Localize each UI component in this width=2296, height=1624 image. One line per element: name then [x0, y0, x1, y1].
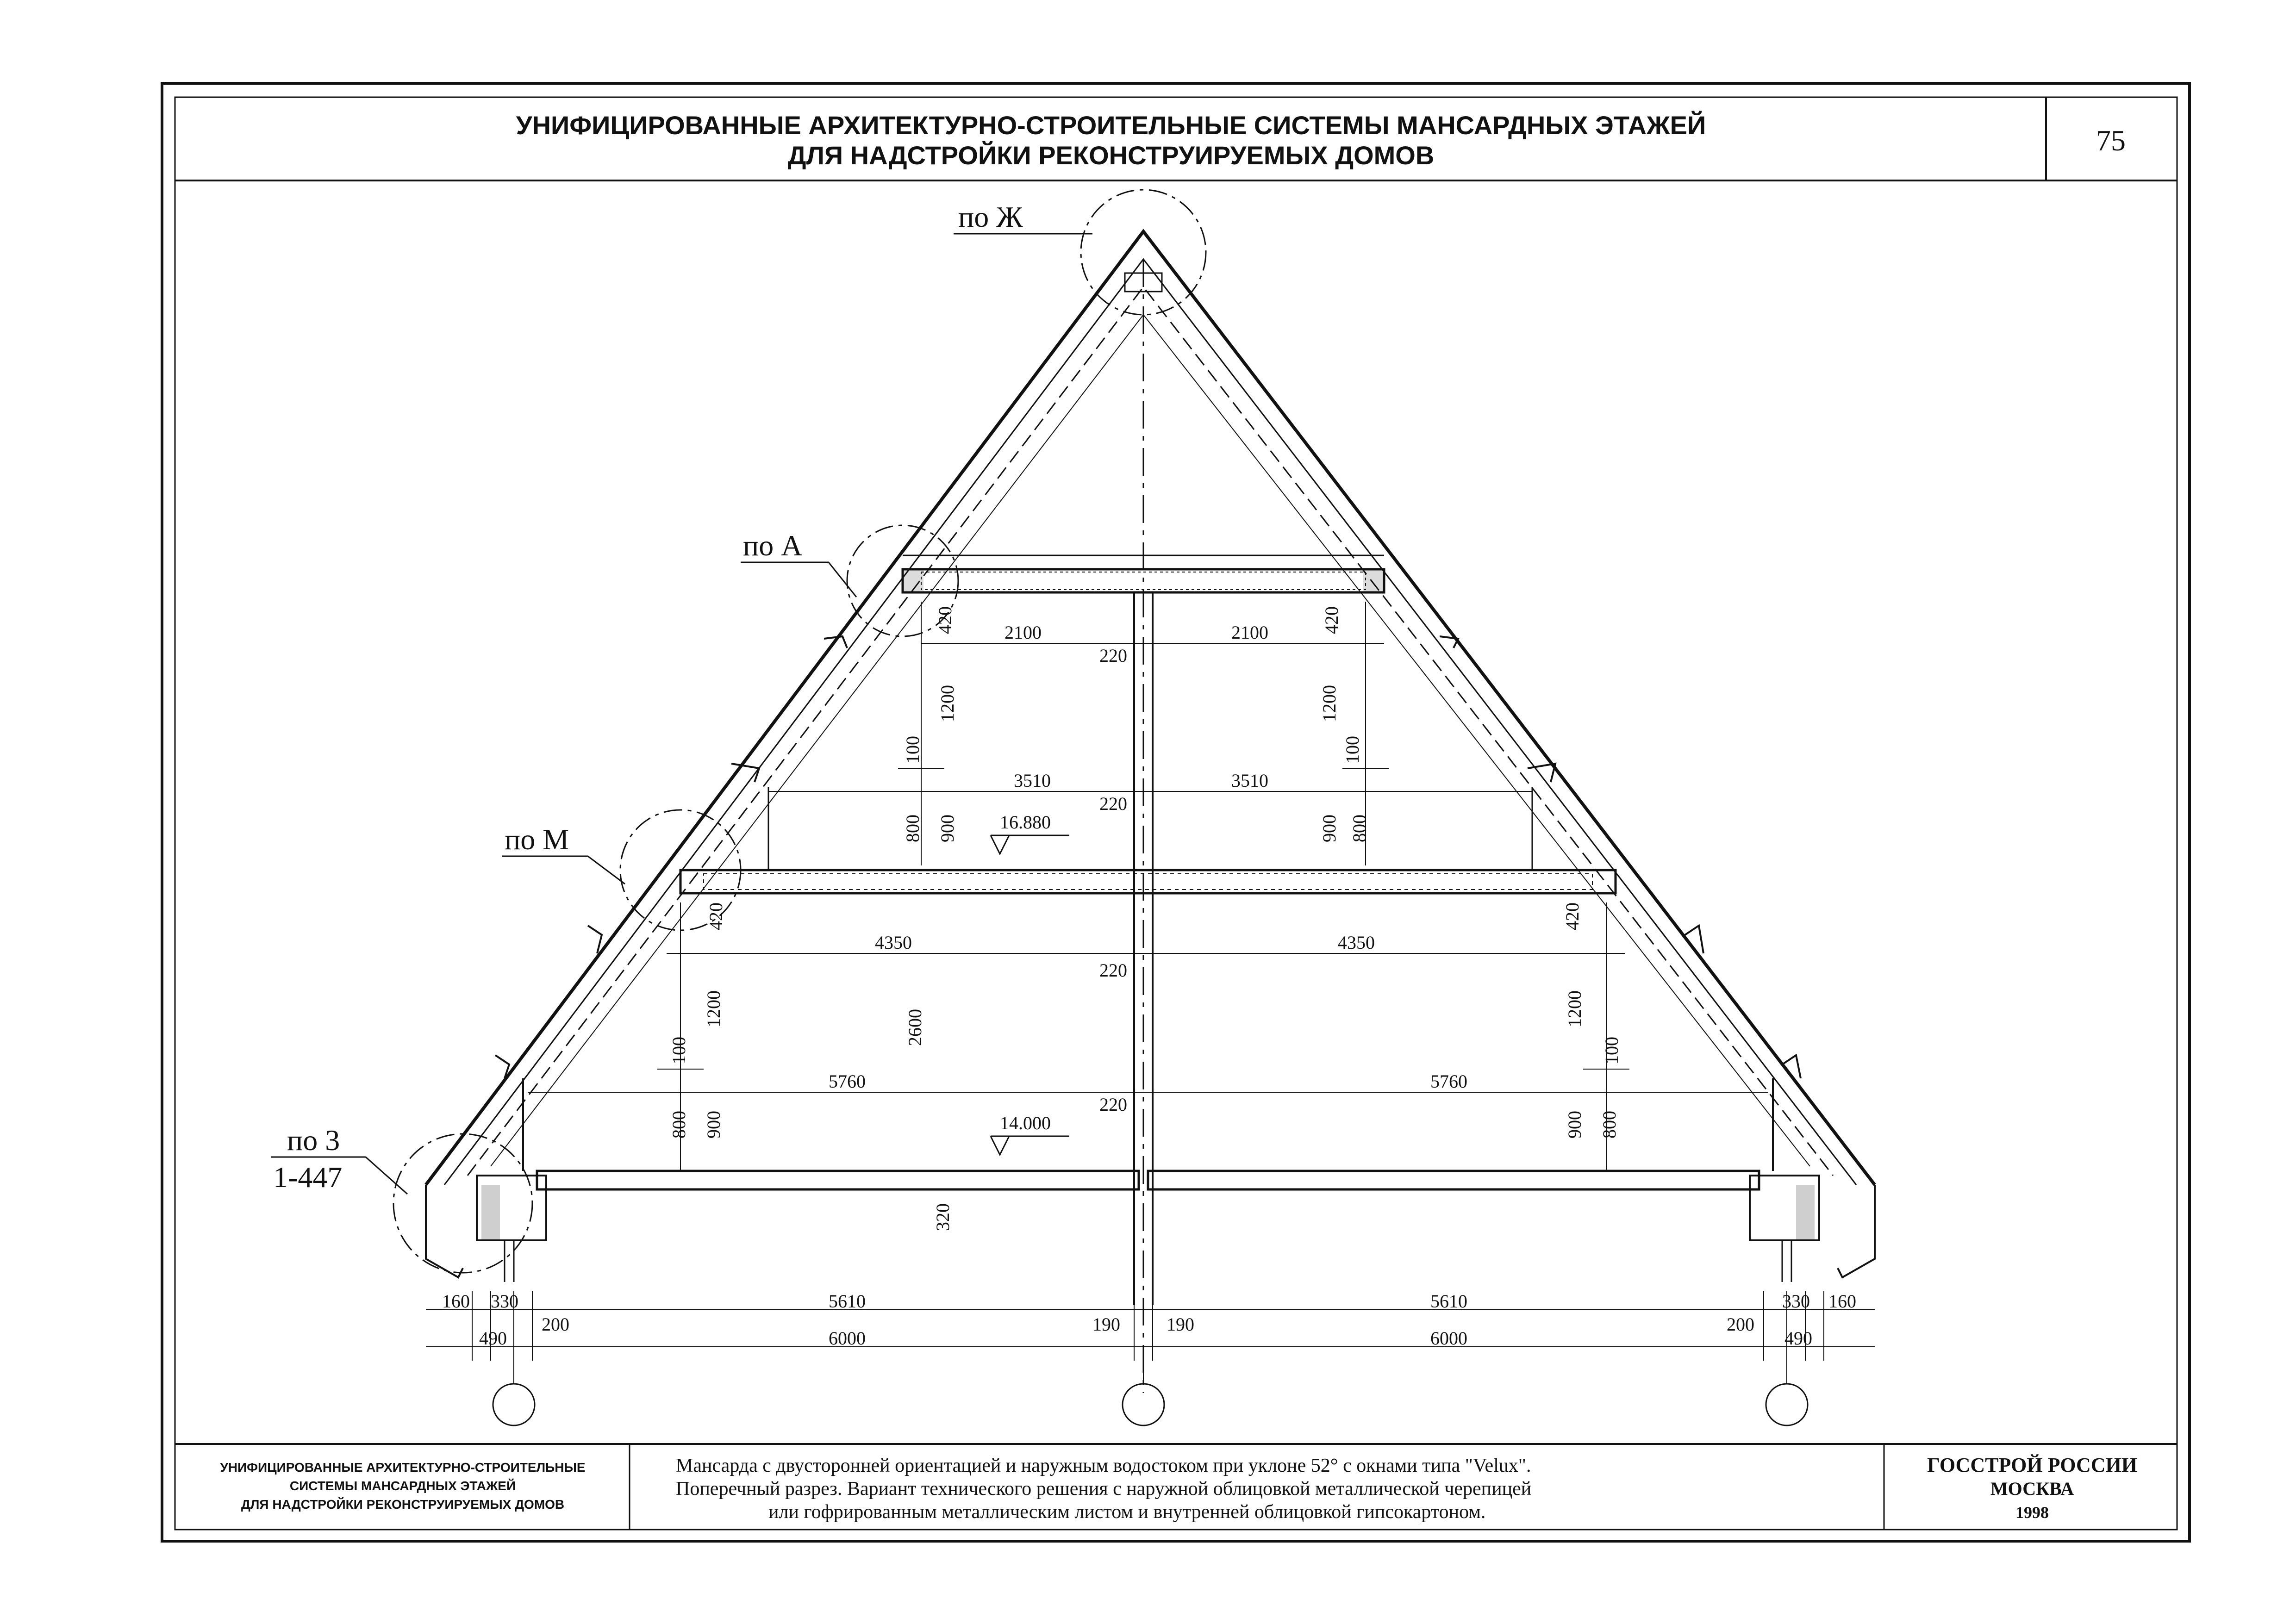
- dim-320: 320: [932, 1203, 953, 1231]
- detail-circle-zh: [1080, 189, 1207, 316]
- dim-220-mid: 220: [1099, 793, 1127, 814]
- dim-900-upper-left: 900: [937, 815, 958, 842]
- dim-5610-left: 5610: [829, 1291, 866, 1312]
- detail-circles: [393, 189, 1207, 1274]
- dim-160-left: 160: [442, 1291, 470, 1312]
- dim-330-left: 330: [491, 1291, 518, 1312]
- dim-5760-left: 5760: [829, 1071, 866, 1092]
- footer-desc-line2: Поперечный разрез. Вариант технического …: [676, 1478, 1531, 1500]
- dim-900-upper-right: 900: [1319, 815, 1340, 842]
- bottom-dimension-chains: [426, 1291, 1875, 1384]
- dim-2100-left: 2100: [1004, 622, 1042, 643]
- dim-420-lower-right: 420: [1562, 902, 1583, 930]
- dim-6000-left: 6000: [829, 1328, 866, 1349]
- callout-a-label: по А: [743, 529, 802, 562]
- dim-420-upper-left: 420: [935, 606, 955, 634]
- dim-3510-left: 3510: [1014, 770, 1051, 791]
- level-lower-label: 14.000: [1000, 1113, 1051, 1133]
- footer-org-line1: ГОССТРОЙ РОССИИ: [1927, 1454, 2137, 1476]
- dim-1200-upper-left: 1200: [937, 685, 958, 722]
- dim-800-upper-left: 800: [902, 815, 923, 842]
- callout-zh: по Ж: [954, 200, 1092, 235]
- callout-z-bottom: 1-447: [273, 1161, 342, 1194]
- dim-1200-lower-right: 1200: [1564, 990, 1585, 1027]
- dim-800-upper-right: 800: [1349, 815, 1370, 842]
- dim-160-right: 160: [1828, 1291, 1856, 1312]
- footer-org-line3: 1998: [2015, 1503, 2049, 1522]
- dim-900-lower-left: 900: [703, 1111, 724, 1139]
- dim-900-lower-right: 900: [1564, 1111, 1585, 1139]
- dim-220-bottom: 220: [1099, 1094, 1127, 1115]
- footer-left-line2: СИСТЕМЫ МАНСАРДНЫХ ЭТАЖЕЙ: [290, 1478, 516, 1493]
- dim-800-lower-left: 800: [668, 1111, 689, 1139]
- dim-800-lower-right: 800: [1599, 1111, 1620, 1139]
- dim-420-lower-left: 420: [705, 902, 726, 930]
- footer-desc-line1: Мансарда с двусторонней ориентацией и на…: [676, 1455, 1531, 1476]
- left-eaves-wall: [425, 1175, 547, 1282]
- level-upper-label: 16.880: [1000, 812, 1051, 833]
- dim-1200-upper-right: 1200: [1319, 685, 1340, 722]
- dim-100-lower-right: 100: [1601, 1037, 1622, 1064]
- roof-section: [424, 229, 1876, 1186]
- axis-bubble-left: [492, 1383, 536, 1426]
- footer-desc-line3: или гофрированным металлическим листом и…: [768, 1501, 1485, 1523]
- footer-left-line1: УНИФИЦИРОВАННЫЕ АРХИТЕКТУРНО-СТРОИТЕЛЬНЫ…: [220, 1460, 585, 1475]
- axis-bubble-right: [1765, 1383, 1809, 1426]
- dim-220-lower: 220: [1099, 960, 1127, 981]
- sheet-frame: [161, 82, 2191, 1543]
- dim-100-upper-right: 100: [1342, 736, 1363, 764]
- dim-100-lower-left: 100: [668, 1037, 689, 1064]
- dim-420-upper-right: 420: [1321, 606, 1342, 634]
- footer-org-line2: МОСКВА: [1990, 1478, 2074, 1499]
- header-title-line1: УНИФИЦИРОВАННЫЕ АРХИТЕКТУРНО-СТРОИТЕЛЬНЫ…: [516, 111, 1706, 140]
- level-mark-lower: 14.000: [990, 1113, 1069, 1157]
- dim-2100-right: 2100: [1231, 622, 1268, 643]
- callout-m-label: по М: [505, 823, 569, 856]
- callout-z-top: по 3: [287, 1124, 340, 1157]
- right-eaves-wall: [1749, 1175, 1876, 1282]
- axis-bubbles: [492, 1383, 1809, 1426]
- dim-190-right: 190: [1167, 1314, 1194, 1335]
- callout-z: по 3 1-447: [271, 1124, 408, 1195]
- dim-100-upper-left: 100: [902, 736, 923, 764]
- header-title-line2: ДЛЯ НАДСТРОЙКИ РЕКОНСТРУИРУЕМЫХ ДОМОВ: [788, 141, 1435, 170]
- upper-collar-beam: [901, 554, 1385, 594]
- dim-2600: 2600: [905, 1009, 925, 1046]
- footer-left-line3: ДЛЯ НАДСТРОЙКИ РЕКОНСТРУИРУЕМЫХ ДОМОВ: [241, 1497, 564, 1512]
- level-mark-upper: 16.880: [990, 812, 1069, 856]
- detail-circle-m: [619, 809, 742, 931]
- dim-5610-right: 5610: [1430, 1291, 1467, 1312]
- dim-490-left: 490: [479, 1328, 507, 1349]
- callout-a: по А: [741, 529, 857, 597]
- dim-1200-lower-left: 1200: [703, 990, 724, 1027]
- mid-floor-slab: [679, 787, 1617, 895]
- centre-axis: [1133, 259, 1154, 1393]
- dim-200-right: 200: [1727, 1314, 1754, 1335]
- dim-3510-right: 3510: [1231, 770, 1268, 791]
- dim-4350-left: 4350: [875, 932, 912, 953]
- callout-zh-label: по Ж: [958, 200, 1023, 233]
- lower-floor-slab: [522, 1078, 1774, 1191]
- dim-490-right: 490: [1784, 1328, 1812, 1349]
- detail-circle-a: [846, 524, 959, 637]
- dim-330-right: 330: [1782, 1291, 1810, 1312]
- dim-220-upper: 220: [1099, 645, 1127, 666]
- dim-200-left: 200: [542, 1314, 569, 1335]
- dimension-lines: [528, 602, 1768, 1171]
- page-number: 75: [2096, 124, 2126, 157]
- callout-m: по М: [502, 823, 625, 885]
- dim-4350-right: 4350: [1338, 932, 1375, 953]
- dim-5760-right: 5760: [1430, 1071, 1467, 1092]
- dim-190-left: 190: [1092, 1314, 1120, 1335]
- detail-circle-z: [393, 1133, 533, 1274]
- dim-6000-right: 6000: [1430, 1328, 1467, 1349]
- axis-bubble-centre: [1122, 1383, 1165, 1426]
